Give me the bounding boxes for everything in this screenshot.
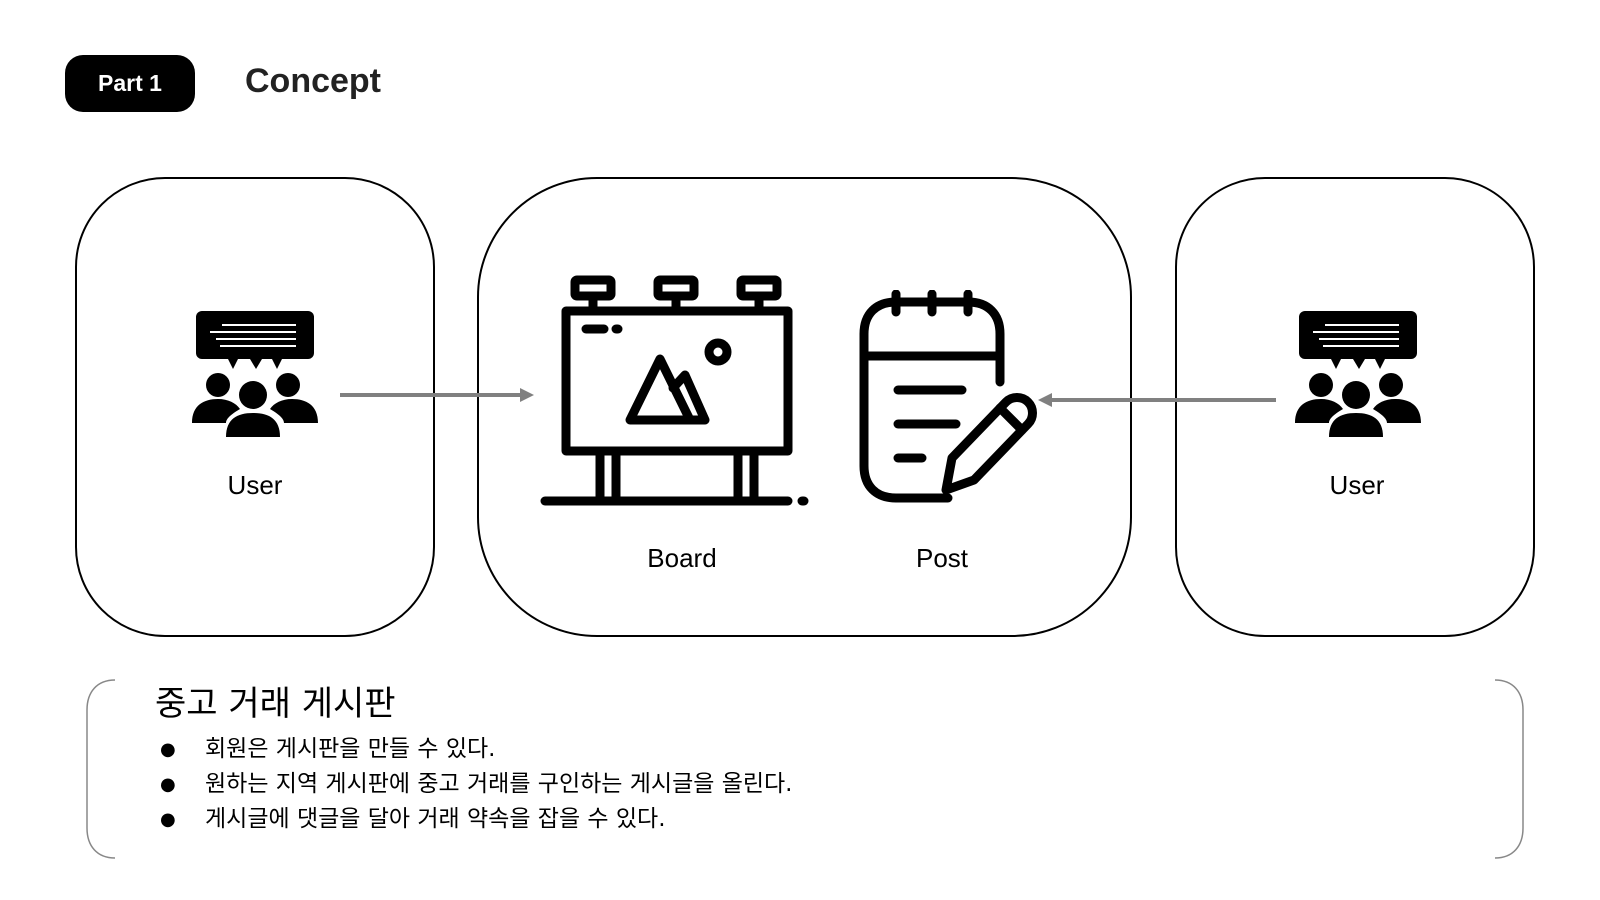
list-item: ● 회원은 게시판을 만들 수 있다.	[160, 732, 793, 767]
user-group-chat-icon	[192, 311, 318, 437]
bullet-icon: ●	[160, 774, 176, 795]
list-item: ● 원하는 지역 게시판에 중고 거래를 구인하는 게시글을 올린다.	[160, 767, 793, 802]
bullet-text: 원하는 지역 게시판에 중고 거래를 구인하는 게시글을 올린다.	[205, 771, 793, 797]
arrow-right	[340, 388, 534, 402]
list-item: ● 게시글에 댓글을 달아 거래 약속을 잡을 수 있다.	[160, 802, 793, 837]
notes-frame	[86, 679, 1524, 859]
left-user-label: User	[227, 470, 283, 500]
board-post-panel	[477, 177, 1132, 637]
page-title: Concept	[245, 62, 381, 100]
bullet-text: 게시글에 댓글을 달아 거래 약속을 잡을 수 있다.	[205, 806, 666, 832]
part-label: Part 1	[98, 70, 162, 96]
notepad-pencil-icon	[859, 290, 1037, 503]
board-label: Board	[647, 543, 717, 573]
bullet-icon: ●	[160, 809, 176, 830]
billboard-icon	[540, 275, 809, 506]
right-user-label: User	[1329, 470, 1385, 500]
bullet-text: 회원은 게시판을 만들 수 있다.	[205, 736, 496, 762]
bullet-icon: ●	[160, 739, 176, 760]
part-badge: Part 1	[65, 55, 195, 112]
notes-title: 중고 거래 게시판	[155, 684, 396, 724]
user-group-chat-icon	[1295, 311, 1421, 437]
post-label: Post	[915, 543, 969, 573]
notes-list: ● 회원은 게시판을 만들 수 있다. ● 원하는 지역 게시판에 중고 거래를…	[160, 732, 793, 837]
arrow-left	[1038, 393, 1276, 407]
